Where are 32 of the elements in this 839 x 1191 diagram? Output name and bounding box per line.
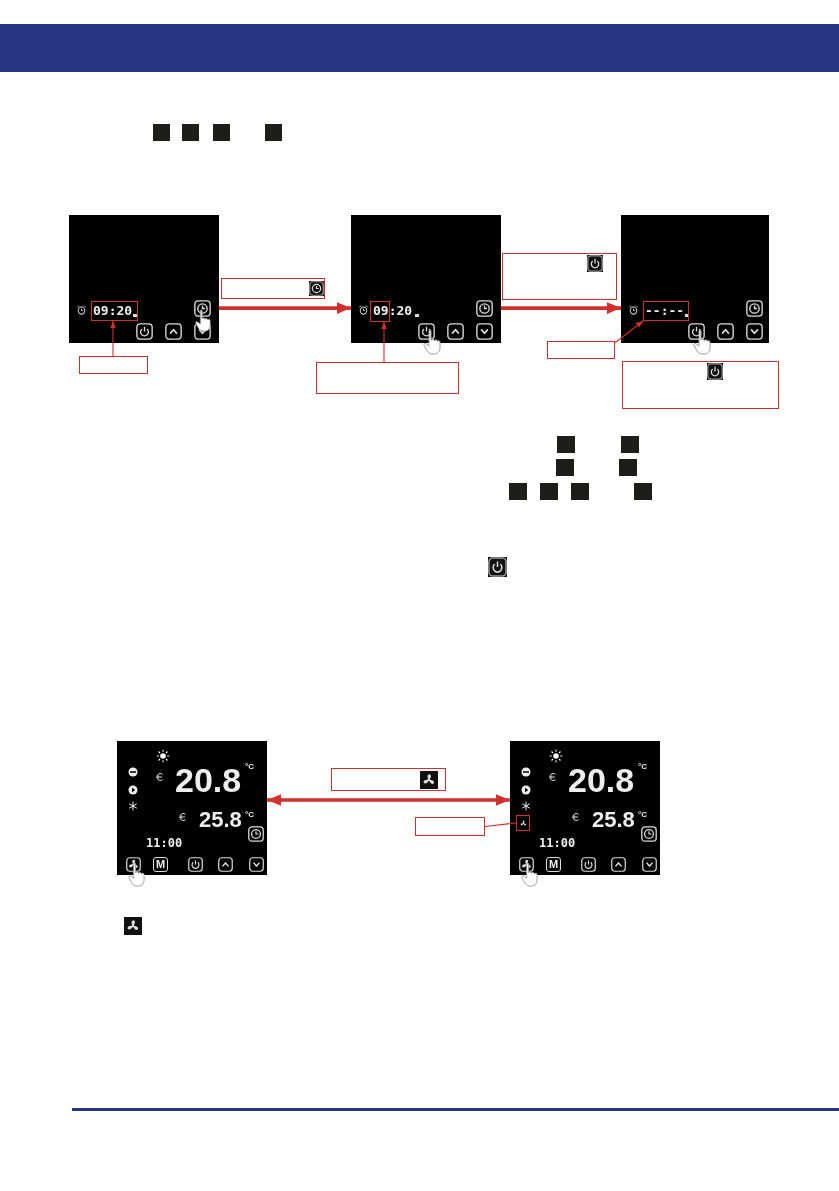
- callout-box: [547, 341, 615, 359]
- arrow: [614, 320, 644, 344]
- callout-box: [502, 253, 617, 300]
- leader-line: [484, 822, 517, 828]
- callout-box: [331, 768, 446, 791]
- time-readout: 11:00: [539, 837, 576, 849]
- time-readout: 11:00: [146, 837, 183, 849]
- unit-label: °C: [638, 811, 647, 819]
- thermostat-screen: [69, 215, 219, 343]
- callout-box: [622, 361, 779, 409]
- highlight-box: [516, 815, 530, 831]
- unit-label: °C: [245, 811, 254, 819]
- arrow: [110, 320, 116, 357]
- temperature-readout: 20.8: [568, 763, 635, 797]
- highlight-box: [91, 301, 138, 321]
- arrow: [501, 302, 621, 314]
- time-readout: --:--: [645, 304, 685, 317]
- callout-box: [221, 278, 325, 299]
- temperature-readout: 20.8: [175, 763, 242, 797]
- time-readout: 09:20: [93, 304, 133, 317]
- callout-box: [79, 356, 148, 374]
- callout-box: [316, 362, 459, 394]
- temperature-readout: 25.8: [199, 809, 242, 831]
- arrow: [381, 321, 387, 363]
- mode-button: M: [153, 857, 168, 872]
- arrow: [267, 794, 510, 806]
- callout-box: [415, 817, 485, 836]
- unit-label: °C: [638, 763, 647, 771]
- mode-button: M: [546, 857, 561, 872]
- unit-label: °C: [245, 763, 254, 771]
- arrow: [219, 302, 351, 314]
- temperature-readout: 25.8: [592, 809, 635, 831]
